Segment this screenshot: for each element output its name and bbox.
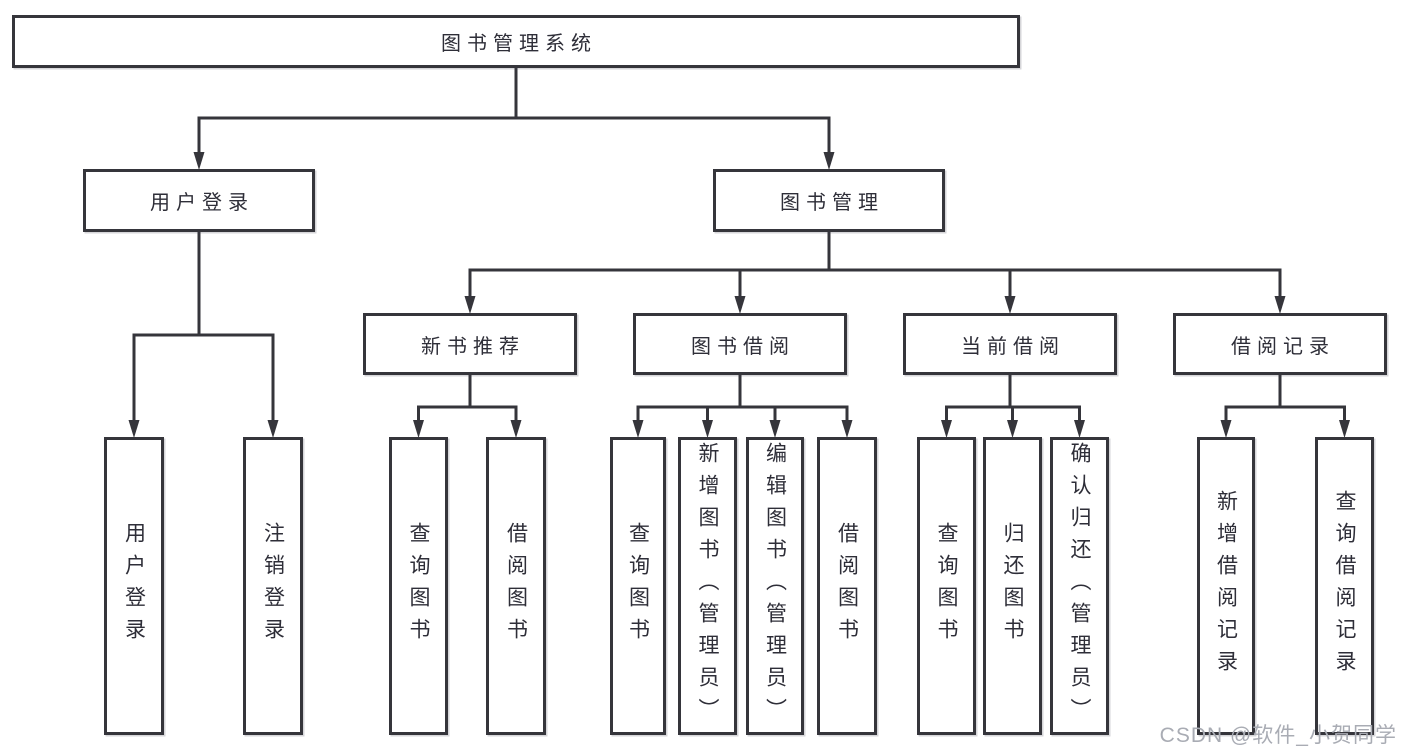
node-leaf-br-add: 新增借阅记录: [1197, 437, 1255, 735]
arrowhead-icon: [128, 420, 140, 438]
arrowhead-icon: [1339, 420, 1350, 438]
arrowhead-icon: [510, 420, 522, 438]
node-borrow-records: 借阅记录: [1173, 313, 1387, 375]
node-label: 当前借阅: [961, 335, 1065, 358]
node-root: 图书管理系统: [12, 15, 1020, 68]
node-label: 查询图书: [626, 522, 650, 650]
arrowhead-icon: [464, 296, 476, 314]
edge-current-borrow: [945, 373, 1081, 423]
node-leaf-user-login: 用户登录: [104, 437, 164, 735]
edge-new-book-recommend: [417, 373, 518, 423]
edge-user-login: [132, 230, 275, 423]
arrowhead-icon: [193, 152, 205, 170]
arrowhead-icon: [1074, 420, 1085, 438]
node-leaf-rec-borrow: 借阅图书: [486, 437, 546, 735]
node-label: 编辑图书（管理员）: [763, 442, 787, 730]
node-leaf-rec-query: 查询图书: [389, 437, 448, 735]
node-leaf-cb-return: 归还图书: [983, 437, 1042, 735]
node-label: 用户登录: [150, 192, 254, 214]
node-label: 确认归还（管理员）: [1068, 442, 1091, 730]
node-book-management: 图书管理: [713, 169, 945, 232]
node-label: 新增借阅记录: [1214, 490, 1238, 682]
edge-root: [197, 66, 831, 155]
node-label: 新书推荐: [421, 335, 525, 358]
arrowhead-icon: [769, 420, 781, 438]
node-leaf-bb-add: 新增图书（管理员）: [678, 437, 737, 735]
edge-borrow-records: [1224, 373, 1346, 423]
node-user-login: 用户登录: [83, 169, 315, 232]
node-new-book-recommend: 新书推荐: [363, 313, 577, 375]
node-label: 图书管理: [780, 192, 884, 214]
edge-book-management: [468, 230, 1282, 299]
arrowhead-icon: [632, 420, 644, 438]
node-label: 注销登录: [261, 522, 285, 650]
node-label: 图书管理系统: [441, 33, 597, 55]
node-label: 用户登录: [122, 522, 146, 650]
arrowhead-icon: [1007, 420, 1018, 438]
node-label: 查询借阅记录: [1333, 490, 1356, 682]
node-leaf-logout: 注销登录: [243, 437, 303, 735]
node-leaf-cb-query: 查询图书: [917, 437, 976, 735]
node-label: 查询图书: [935, 522, 958, 650]
node-label: 图书借阅: [691, 335, 795, 358]
node-label: 借阅图书: [835, 522, 859, 650]
node-leaf-bb-edit: 编辑图书（管理员）: [746, 437, 804, 735]
edge-book-borrow: [636, 373, 849, 423]
arrowhead-icon: [941, 420, 952, 438]
node-leaf-cb-confirm: 确认归还（管理员）: [1050, 437, 1109, 735]
node-label: 新增图书（管理员）: [696, 442, 719, 730]
node-label: 借阅记录: [1231, 335, 1335, 358]
arrowhead-icon: [702, 420, 713, 438]
arrowhead-icon: [413, 420, 424, 438]
node-leaf-bb-borrow: 借阅图书: [817, 437, 877, 735]
node-book-borrow: 图书借阅: [633, 313, 847, 375]
arrowhead-icon: [267, 420, 279, 438]
node-leaf-bb-query: 查询图书: [610, 437, 666, 735]
node-label: 借阅图书: [504, 522, 528, 650]
arrowhead-icon: [1220, 420, 1232, 438]
node-label: 归还图书: [1001, 522, 1024, 650]
arrowhead-icon: [841, 420, 853, 438]
node-label: 查询图书: [407, 522, 430, 650]
node-leaf-br-query: 查询借阅记录: [1315, 437, 1374, 735]
arrowhead-icon: [1274, 296, 1286, 314]
arrowhead-icon: [734, 296, 746, 314]
arrowhead-icon: [1004, 296, 1016, 314]
arrowhead-icon: [823, 152, 835, 170]
node-current-borrow: 当前借阅: [903, 313, 1117, 375]
